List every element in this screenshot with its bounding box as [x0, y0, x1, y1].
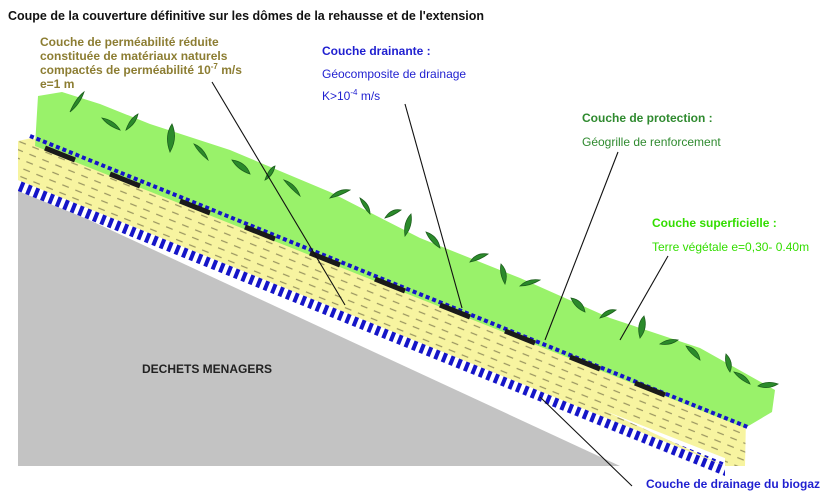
- plant-leaf: [101, 117, 121, 131]
- impermeable-line-3-exponent: -7: [210, 62, 218, 71]
- drainage-layer-title: Couche drainante :: [322, 44, 431, 58]
- plant-leaf: [425, 231, 441, 249]
- surface-layer-title: Couche superficielle :: [652, 216, 777, 230]
- plant-leaf: [469, 253, 489, 263]
- geogrid-layer: [44, 145, 666, 398]
- plant-leaf: [359, 197, 371, 215]
- plant-leaf: [69, 90, 85, 113]
- plant-leaf: [757, 382, 779, 388]
- plant-leaf: [570, 297, 586, 313]
- drainage-permeability-exponent: -4: [350, 88, 358, 97]
- impermeable-line-3: compactés de perméabilité 10-7 m/s: [40, 62, 300, 78]
- plant-leaf: [125, 113, 139, 131]
- impermeable-line-3-text: compactés de perméabilité 10: [40, 63, 211, 77]
- plant-leaf: [733, 371, 751, 385]
- leader-impermeable: [211, 81, 346, 306]
- plant-leaf: [659, 339, 679, 345]
- plant-leaf: [384, 209, 402, 219]
- plant-leaf: [519, 279, 542, 287]
- plant-leaf: [725, 353, 732, 373]
- plant-leaf: [404, 213, 412, 237]
- vegetation-layer: [35, 92, 775, 428]
- plant-leaf: [599, 309, 617, 319]
- leader-protection: [544, 151, 619, 341]
- plant-leaf: [685, 345, 701, 361]
- biogas-layer-title: Couche de drainage du biogaz: [646, 477, 821, 491]
- impermeable-line-1: Couche de perméabilité réduite: [40, 35, 219, 49]
- waste-body: [18, 187, 620, 466]
- leader-biogas: [539, 396, 633, 487]
- leader-drainage: [404, 103, 463, 309]
- plant-leaf: [500, 263, 507, 285]
- drainage-permeability: K>10-4 m/s: [322, 88, 381, 104]
- plant-leaf: [231, 159, 251, 175]
- protection-layer-subtitle: Géogrille de renforcement: [582, 135, 721, 149]
- waste-label: DECHETS MENAGERS: [142, 362, 273, 376]
- surface-layer-subtitle: Terre végétale e=0,30- 0.40m: [652, 240, 810, 254]
- plant-leaf: [329, 189, 352, 199]
- biogas-drainage-layer: [18, 178, 725, 476]
- drainage-permeability-unit: m/s: [357, 89, 381, 103]
- plant-leaf: [193, 143, 209, 162]
- diagram-title: Coupe de la couverture définitive sur le…: [8, 9, 485, 23]
- drainage-permeability-text: K>10: [322, 89, 351, 103]
- clay-layer-main: [18, 138, 745, 466]
- protection-layer-title: Couche de protection :: [582, 111, 713, 125]
- impermeable-line-2: constituée de matériaux naturels: [40, 49, 228, 63]
- drainage-geocomposite-line: [29, 134, 751, 430]
- drainage-layer-subtitle: Géocomposite de drainage: [322, 67, 467, 81]
- impermeable-line-4: e=1 m: [40, 77, 75, 91]
- plants: [69, 90, 779, 388]
- impermeable-layer-label: Couche de perméabilité réduite constitué…: [40, 35, 300, 91]
- plant-leaf: [282, 179, 301, 198]
- leader-surface: [619, 255, 669, 341]
- plant-leaf: [638, 315, 646, 339]
- impermeable-line-3-unit: m/s: [217, 63, 242, 77]
- plant-leaf: [167, 123, 175, 153]
